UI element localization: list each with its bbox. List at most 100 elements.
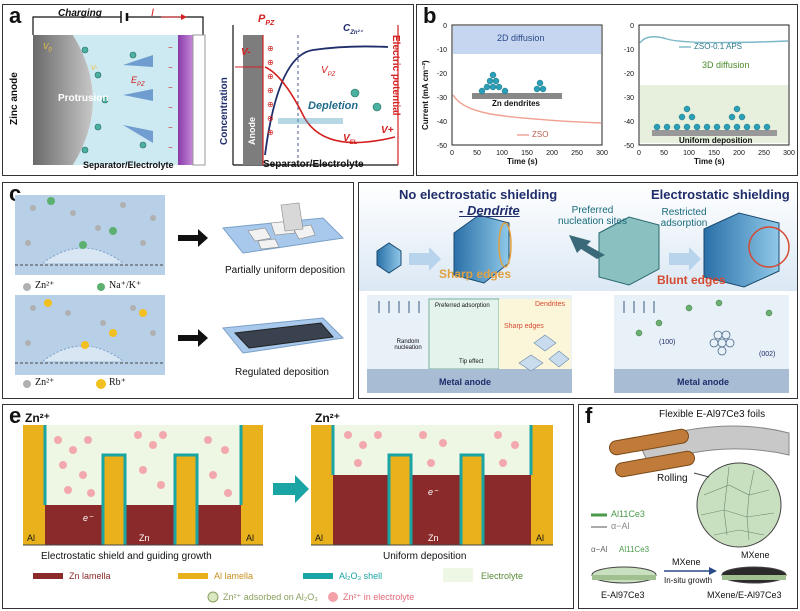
v0-label-top: V0 xyxy=(43,42,52,54)
c-bottom-caption: Regulated deposition xyxy=(235,367,329,378)
f-alpha-al: α−Al xyxy=(611,521,630,531)
d-tip: Tip effect xyxy=(459,359,484,365)
svg-text:-40: -40 xyxy=(624,119,634,126)
e-legend-al2o3: Al₂O₃ shell xyxy=(339,571,383,581)
svg-text:250: 250 xyxy=(758,150,770,157)
d-random: Random nucleation xyxy=(394,339,422,351)
anode-label: Anode xyxy=(247,117,257,145)
svg-text:150: 150 xyxy=(521,150,533,157)
panel-e: e Zn²⁺ Zn²⁺ Al Zn Al Al Zn xyxy=(2,404,574,609)
panel-e-label: e xyxy=(9,404,22,428)
e-al-4: Al xyxy=(536,533,545,543)
b-left-xlabel: Time (s) xyxy=(507,157,538,166)
svg-text:50: 50 xyxy=(660,150,668,157)
d-metal-anode-left: Metal anode xyxy=(439,377,492,387)
e-legend-adsorbed: Zn²⁺ adsorbed on Al₂O₃ xyxy=(223,592,318,602)
svg-text:-40: -40 xyxy=(437,119,447,126)
panel-b-label: b xyxy=(423,4,437,28)
e-legend-al-lamella: Al lamella xyxy=(214,571,254,581)
f-mxene-arrow: MXene xyxy=(672,557,701,567)
panel-a-label: a xyxy=(9,4,22,28)
svg-text:⊕: ⊕ xyxy=(267,100,274,109)
panel-c: c Zn²⁺ Na⁺/K⁺ Zn²⁺ Rb⁺ Partially uniform… xyxy=(2,182,354,399)
d-blunt: Blunt edges xyxy=(657,273,726,287)
svg-text:-20: -20 xyxy=(437,71,447,78)
e-legend-electrolyte: Electrolyte xyxy=(481,571,524,581)
svg-text:100: 100 xyxy=(496,150,508,157)
svg-text:−: − xyxy=(168,83,173,92)
svg-text:-30: -30 xyxy=(437,95,447,102)
e-zn-left: Zn²⁺ xyxy=(25,411,50,425)
c-rb: Rb⁺ xyxy=(109,377,126,388)
f-foils: Flexible E-Al97Ce3 foils xyxy=(659,409,766,420)
svg-text:250: 250 xyxy=(571,150,583,157)
e-al-3: Al xyxy=(315,533,324,543)
protrusion-label: Protrusion xyxy=(58,93,109,104)
d-f100: (100) xyxy=(659,339,676,346)
czn-label: CZn²⁺ xyxy=(343,23,363,36)
e-legend-zn-lamella: Zn lamella xyxy=(69,571,111,581)
epz-label: EPZ xyxy=(131,75,145,88)
vminus-small-label: V- xyxy=(91,65,98,72)
f-mxene: MXene xyxy=(741,550,770,560)
panel-d: d No electros xyxy=(358,182,798,399)
b-right-legend: ZSO-0.1 APS xyxy=(694,42,743,51)
svg-text:⊕: ⊕ xyxy=(267,44,274,53)
b-left-title: 2D diffusion xyxy=(497,33,545,43)
vpz-label: VPZ xyxy=(321,65,336,78)
panel-d-schematic xyxy=(359,183,797,393)
current-label: I xyxy=(151,7,155,19)
e-electron-1: e⁻ xyxy=(83,513,93,523)
d-dendrite: - Dendrite xyxy=(459,203,520,218)
svg-text:⊕: ⊕ xyxy=(267,128,274,137)
c-zn-top: Zn²⁺ xyxy=(35,280,55,291)
f-rolling: Rolling xyxy=(657,473,688,484)
svg-text:50: 50 xyxy=(473,150,481,157)
svg-text:150: 150 xyxy=(708,150,720,157)
f-alpha-al2: α−Al xyxy=(591,545,608,554)
vel-label: VEL xyxy=(343,133,358,146)
svg-text:-20: -20 xyxy=(624,71,634,78)
panel-f-label: f xyxy=(585,404,593,428)
vminus-label: V- xyxy=(241,47,251,58)
e-electron-2: e⁻ xyxy=(428,487,438,497)
d-restricted: Restricted adsorption xyxy=(660,207,708,229)
svg-text:-10: -10 xyxy=(437,47,447,54)
svg-text:0: 0 xyxy=(450,150,454,157)
electric-potential-label: Electric potential xyxy=(390,35,401,116)
svg-text:−: − xyxy=(168,103,173,112)
e-cap-right: Uniform deposition xyxy=(383,551,467,562)
svg-text:⊕: ⊕ xyxy=(267,72,274,81)
panel-a-schematic: −−−−−− ⊕⊕⊕⊕ ⊕⊕⊕ xyxy=(32,11,399,166)
svg-text:200: 200 xyxy=(733,150,745,157)
e-zn-mid-left: Zn xyxy=(139,533,150,543)
f-insitu: In-situ growth xyxy=(664,576,713,585)
d-shield: Electrostatic shielding xyxy=(651,187,790,202)
e-zn-right: Zn²⁺ xyxy=(315,411,340,425)
svg-text:−: − xyxy=(168,63,173,72)
d-no-shield: No electrostatic shielding xyxy=(399,187,558,202)
svg-text:⊕: ⊕ xyxy=(267,86,274,95)
zinc-anode-label: Zinc anode xyxy=(9,72,20,125)
b-right-caption: Uniform deposition xyxy=(679,136,753,145)
e-cap-left: Electrostatic shield and guiding growth xyxy=(41,551,212,562)
e-legend-in-electrolyte: Zn²⁺ in electrolyte xyxy=(343,592,415,602)
svg-text:-50: -50 xyxy=(624,143,634,150)
svg-text:-10: -10 xyxy=(624,47,634,54)
panel-f-schematic xyxy=(591,425,790,584)
d-sharp-small: Sharp edges xyxy=(504,323,544,330)
d-f002: (002) xyxy=(759,351,776,358)
charging-label: Charging xyxy=(58,8,102,19)
svg-text:0: 0 xyxy=(443,23,447,30)
d-sharp: Sharp edges xyxy=(439,267,512,281)
panel-e-schematic xyxy=(23,425,553,603)
ppz-label: PPZ xyxy=(258,13,275,28)
svg-text:-30: -30 xyxy=(624,95,634,102)
svg-text:-50: -50 xyxy=(437,143,447,150)
vplus-label: V+ xyxy=(381,125,394,136)
c-zn-bottom: Zn²⁺ xyxy=(35,377,55,388)
svg-text:300: 300 xyxy=(596,150,608,157)
d-dendrites: Dendrites xyxy=(535,301,565,308)
e-al-2: Al xyxy=(246,533,255,543)
